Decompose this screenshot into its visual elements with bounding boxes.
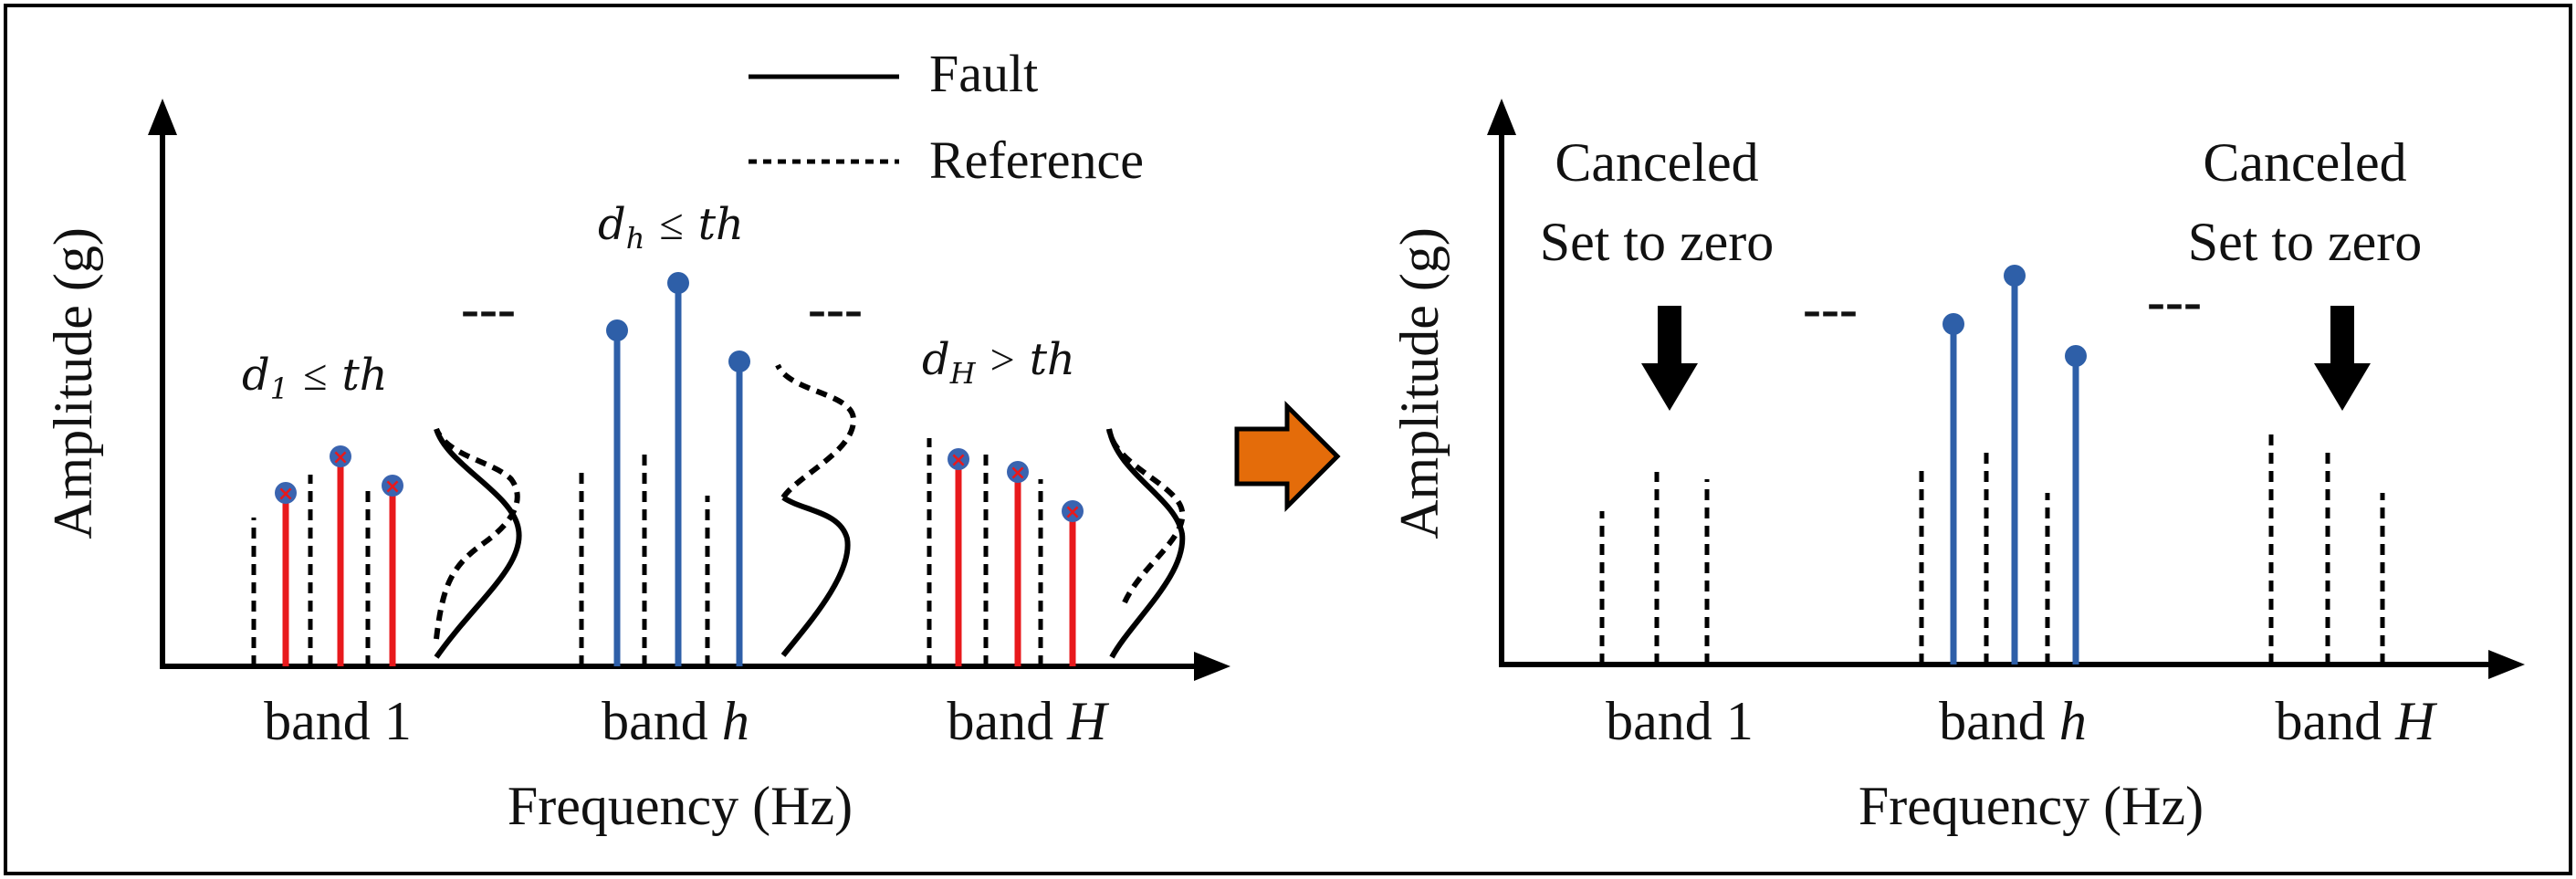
fault-marker: [667, 272, 689, 294]
canceled-label: Canceled: [2203, 132, 2406, 193]
fault-marker-x-icon: ×: [950, 449, 967, 472]
band-1-label: band 1: [264, 691, 412, 751]
fault-marker: [1007, 461, 1029, 483]
reference-distribution-curve: [775, 363, 857, 499]
fault-marker: [2004, 265, 2026, 287]
fault-marker-x-icon: ×: [332, 446, 349, 469]
condition-th: th: [698, 199, 744, 250]
fault-marker-x-icon: ×: [1064, 501, 1081, 524]
band-H-condition: dH > th: [922, 334, 1075, 391]
right-ellipsis-1: ---: [1803, 278, 1858, 339]
legend-fault-label: Fault: [929, 44, 1038, 103]
band-prefix: band: [1939, 691, 2059, 751]
right-y-axis-arrowhead: [1487, 99, 1516, 135]
left-band-h: dh≤th band h: [579, 199, 857, 751]
fault-marker-x-icon: ×: [1010, 462, 1026, 485]
condition-var: d: [922, 334, 950, 385]
fault-marker: [948, 448, 969, 470]
right-band-1-label: band 1: [1606, 691, 1754, 751]
condition-op: ≤: [659, 201, 683, 249]
left-x-axis-label: Frequency (Hz): [508, 776, 853, 836]
legend: Fault Reference: [749, 44, 1144, 190]
fault-marker: [382, 475, 403, 497]
condition-th: th: [1030, 334, 1075, 385]
band-prefix: band: [2276, 691, 2396, 751]
right-panel: Amplitude (g) Frequency (Hz) band 1 Canc…: [1389, 99, 2525, 836]
fault-marker: [1062, 500, 1084, 522]
condition-op: >: [990, 336, 1015, 384]
reference-distribution-curve: [434, 427, 520, 640]
band-1-condition: d1 ≤ th: [242, 350, 388, 406]
right-ellipsis-2: ---: [2147, 271, 2202, 331]
legend-reference-label: Reference: [929, 131, 1144, 190]
condition-sub: h: [626, 221, 645, 256]
band-h-label: band h: [602, 691, 749, 751]
band-var: H: [1066, 691, 1110, 751]
band-prefix: band: [602, 691, 722, 751]
right-band-h-label: band h: [1939, 691, 2087, 751]
band-var: h: [2059, 691, 2087, 751]
left-band-H: × × × dH>th band H: [922, 334, 1186, 751]
transition-arrow-icon: [1234, 400, 1341, 513]
left-y-axis-arrowhead: [148, 99, 177, 135]
fault-distribution-curve: [434, 427, 522, 659]
left-ellipsis-2: ---: [808, 278, 863, 339]
set-to-zero-label: Set to zero: [1540, 212, 1775, 272]
band-prefix: band: [1606, 691, 1726, 751]
right-band-H-label: band H: [2276, 691, 2439, 751]
right-band-h: band h: [1919, 265, 2087, 751]
fault-distribution-curve: [780, 495, 851, 657]
left-band-1: × × × d1≤th band 1: [242, 350, 522, 751]
condition-var: d: [598, 199, 626, 250]
band-H-label: band H: [948, 691, 1111, 751]
fault-marker: [330, 445, 351, 467]
down-arrow-icon: [1641, 306, 1698, 411]
band-var: 1: [384, 691, 412, 751]
band-prefix: band: [948, 691, 1068, 751]
band-var: 1: [1726, 691, 1754, 751]
condition-sub: H: [949, 356, 977, 391]
right-y-axis-label: Amplitude (g): [1389, 227, 1450, 539]
left-panel: Amplitude (g) Frequency (Hz) Fault Refer…: [43, 44, 1230, 836]
set-to-zero-label: Set to zero: [2188, 212, 2423, 272]
band-h-condition: dh ≤ th: [598, 199, 744, 256]
fault-distribution-curve: [1106, 428, 1186, 659]
band-var: h: [722, 691, 749, 751]
condition-var: d: [242, 350, 270, 401]
fault-marker: [728, 351, 750, 372]
right-band-1: band 1: [1599, 472, 1754, 751]
canceled-label: Canceled: [1555, 132, 1758, 193]
condition-sub: 1: [270, 371, 288, 406]
condition-op: ≤: [303, 351, 327, 400]
down-arrow-icon: [2314, 306, 2371, 411]
canceled-annotation-2: Canceled Set to zero: [2188, 132, 2423, 411]
right-x-axis-arrowhead: [2488, 650, 2525, 679]
canceled-annotation-1: Canceled Set to zero: [1540, 132, 1775, 411]
reference-distribution-curve: [1106, 428, 1186, 604]
fault-marker: [1942, 313, 1964, 335]
fault-marker: [2065, 345, 2087, 367]
left-y-axis-label: Amplitude (g): [43, 227, 103, 539]
left-x-axis-arrowhead: [1194, 652, 1230, 681]
fault-marker: [275, 482, 297, 504]
fault-marker: [606, 319, 628, 341]
right-band-H: band H: [2268, 434, 2439, 751]
right-x-axis-label: Frequency (Hz): [1859, 776, 2204, 836]
fault-marker-x-icon: ×: [384, 476, 401, 498]
band-var: H: [2394, 691, 2438, 751]
condition-th: th: [341, 350, 387, 401]
fault-marker-x-icon: ×: [277, 483, 294, 506]
band-prefix: band: [264, 691, 384, 751]
left-ellipsis-1: ---: [461, 278, 516, 339]
